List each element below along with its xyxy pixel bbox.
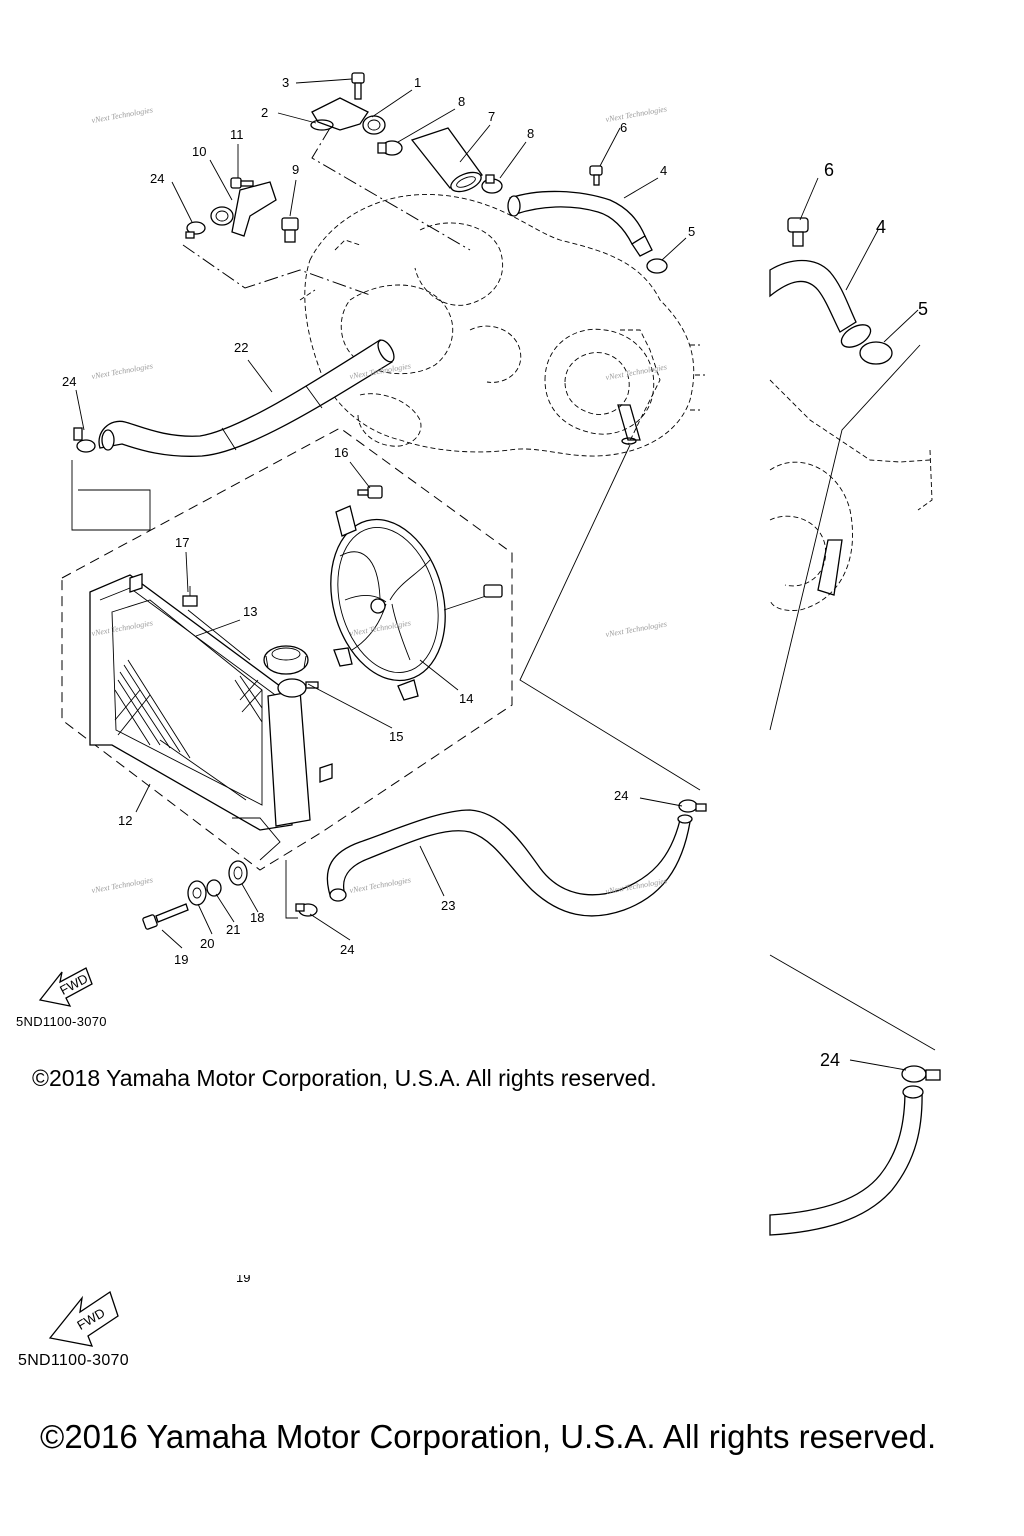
gasket-2: [310, 119, 334, 131]
callout-22: 22: [234, 340, 248, 355]
temperature-sensor-9: [281, 217, 299, 243]
callout-21: 21: [226, 922, 240, 937]
callout-9: 9: [292, 162, 299, 177]
watermark: vNext Technologies: [605, 362, 668, 382]
watermark: vNext Technologies: [91, 361, 154, 381]
hose-7: [410, 127, 484, 193]
inset-callouts: 6 4 5 24: [820, 160, 928, 1070]
hose-4: [507, 190, 653, 257]
hose-clamp-24-lower-left: [295, 903, 318, 917]
washer-20: [187, 880, 207, 906]
callout-8: 8: [458, 94, 465, 109]
callout-12: 12: [118, 813, 132, 828]
callout-numbers: 1 2 3 4 5 6 7 8 8 9 10 11 12 13 14 15 16…: [62, 75, 695, 967]
hose-clamp-24-mid-left: [73, 427, 96, 453]
hose-clamp-24-upper: [185, 221, 206, 239]
bolt-3: [351, 72, 365, 100]
fwd-arrow-top: FWD: [38, 967, 93, 1007]
hose-clamp-24-lower-right: [678, 799, 707, 813]
leader-lines: [75, 78, 919, 1071]
callout-13: 13: [243, 604, 257, 619]
inset-callout-24: 24: [820, 1050, 840, 1070]
callout-24b: 24: [62, 374, 76, 389]
radiator-12: [89, 573, 333, 831]
collar-21: [206, 879, 222, 897]
cut-off-mask: [228, 1262, 268, 1275]
callout-11: 11: [230, 127, 244, 142]
callout-5: 5: [688, 224, 695, 239]
fan-motor-14: [330, 505, 503, 701]
thermostat-cover-1: [311, 97, 386, 135]
watermark: vNext Technologies: [605, 104, 668, 124]
copyright-top: ©2018 Yamaha Motor Corporation, U.S.A. A…: [32, 1065, 657, 1091]
copyright-bottom: ©2016 Yamaha Motor Corporation, U.S.A. A…: [40, 1418, 937, 1455]
outlet-fitting-10: [210, 181, 277, 237]
thermostat-assembly: [182, 72, 668, 296]
fwd-arrow-bottom: FWD: [48, 1290, 119, 1347]
callout-6: 6: [620, 120, 627, 135]
callout-24a: 24: [150, 171, 164, 186]
bolt-16: [357, 485, 383, 499]
callout-19: 19: [174, 952, 188, 967]
callout-4: 4: [660, 163, 667, 178]
callout-10: 10: [192, 144, 206, 159]
hose-clamp-8-upper: [377, 140, 403, 156]
bolt-19: [142, 903, 189, 930]
watermark: vNext Technologies: [605, 619, 668, 639]
clip-17: [182, 586, 198, 607]
diagram-code-top: 5ND1100-3070: [16, 1014, 107, 1029]
hose-23: [326, 809, 693, 917]
callout-15: 15: [389, 729, 403, 744]
callout-24d: 24: [340, 942, 354, 957]
inset-callout-6: 6: [824, 160, 834, 180]
callout-3: 3: [282, 75, 289, 90]
callout-7: 7: [488, 109, 495, 124]
callout-20: 20: [200, 936, 214, 951]
callout-23: 23: [441, 898, 455, 913]
watermark: vNext Technologies: [91, 105, 154, 125]
mount-grommet-18: [228, 860, 248, 886]
callout-18: 18: [250, 910, 264, 925]
bolt-11: [230, 177, 254, 189]
hose-22: [98, 339, 395, 457]
inset-callout-5: 5: [918, 299, 928, 319]
inset-callout-4: 4: [876, 217, 886, 237]
callout-2: 2: [261, 105, 268, 120]
diagram-code-bottom: 5ND1100-3070: [18, 1352, 129, 1369]
callout-16: 16: [334, 445, 348, 460]
callout-14: 14: [459, 691, 473, 706]
callout-1: 1: [414, 75, 421, 90]
radiator-core: [114, 659, 263, 759]
inset-detail: [769, 217, 941, 1236]
callout-8b: 8: [527, 126, 534, 141]
hose-clamp-8-lower: [481, 174, 503, 194]
watermark: vNext Technologies: [349, 875, 412, 895]
bolt-6: [589, 165, 603, 186]
engine-outline: [299, 194, 705, 457]
watermark: vNext Technologies: [91, 875, 154, 895]
callout-17: 17: [175, 535, 189, 550]
o-ring-5: [646, 258, 668, 274]
radiator-cap-15: [263, 645, 309, 675]
callout-24c: 24: [614, 788, 628, 803]
